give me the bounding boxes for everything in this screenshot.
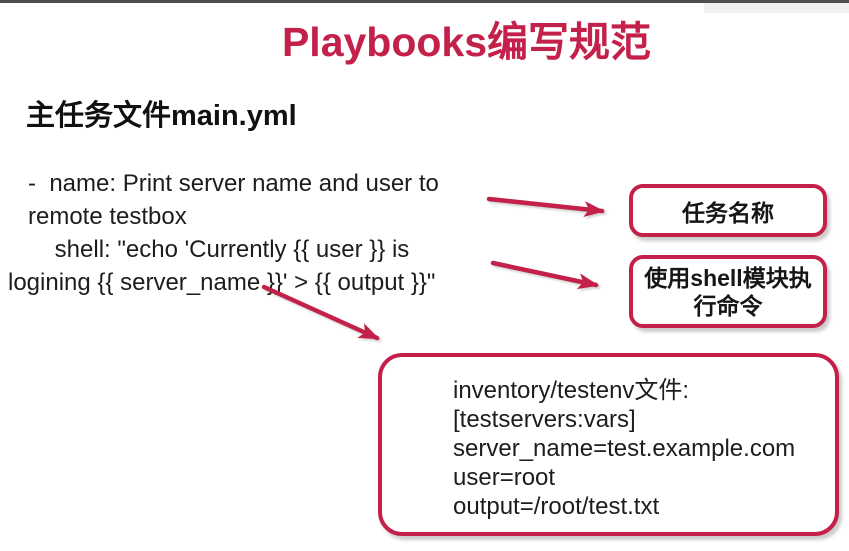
yaml-code-block: - name: Print server name and user to re… [8, 170, 439, 296]
callout-shell-module-label: 使用shell模块执 行命令 [644, 264, 812, 319]
callout-task-name: 任务名称 [629, 184, 827, 237]
section-heading: 主任务文件main.yml [26, 100, 297, 132]
inventory-box-text: inventory/testenv文件: [testservers:vars] … [453, 377, 796, 520]
arrow-to-shell-module [490, 260, 599, 290]
inventory-box: inventory/testenv文件: [testservers:vars] … [378, 353, 839, 536]
top-right-block [704, 0, 849, 13]
callout-task-name-label: 任务名称 [682, 199, 774, 226]
page-title: Playbooks编写规范 [281, 19, 652, 65]
top-bar [0, 0, 704, 3]
arrow-to-task-name [486, 196, 605, 218]
callout-shell-module: 使用shell模块执 行命令 [629, 255, 827, 328]
